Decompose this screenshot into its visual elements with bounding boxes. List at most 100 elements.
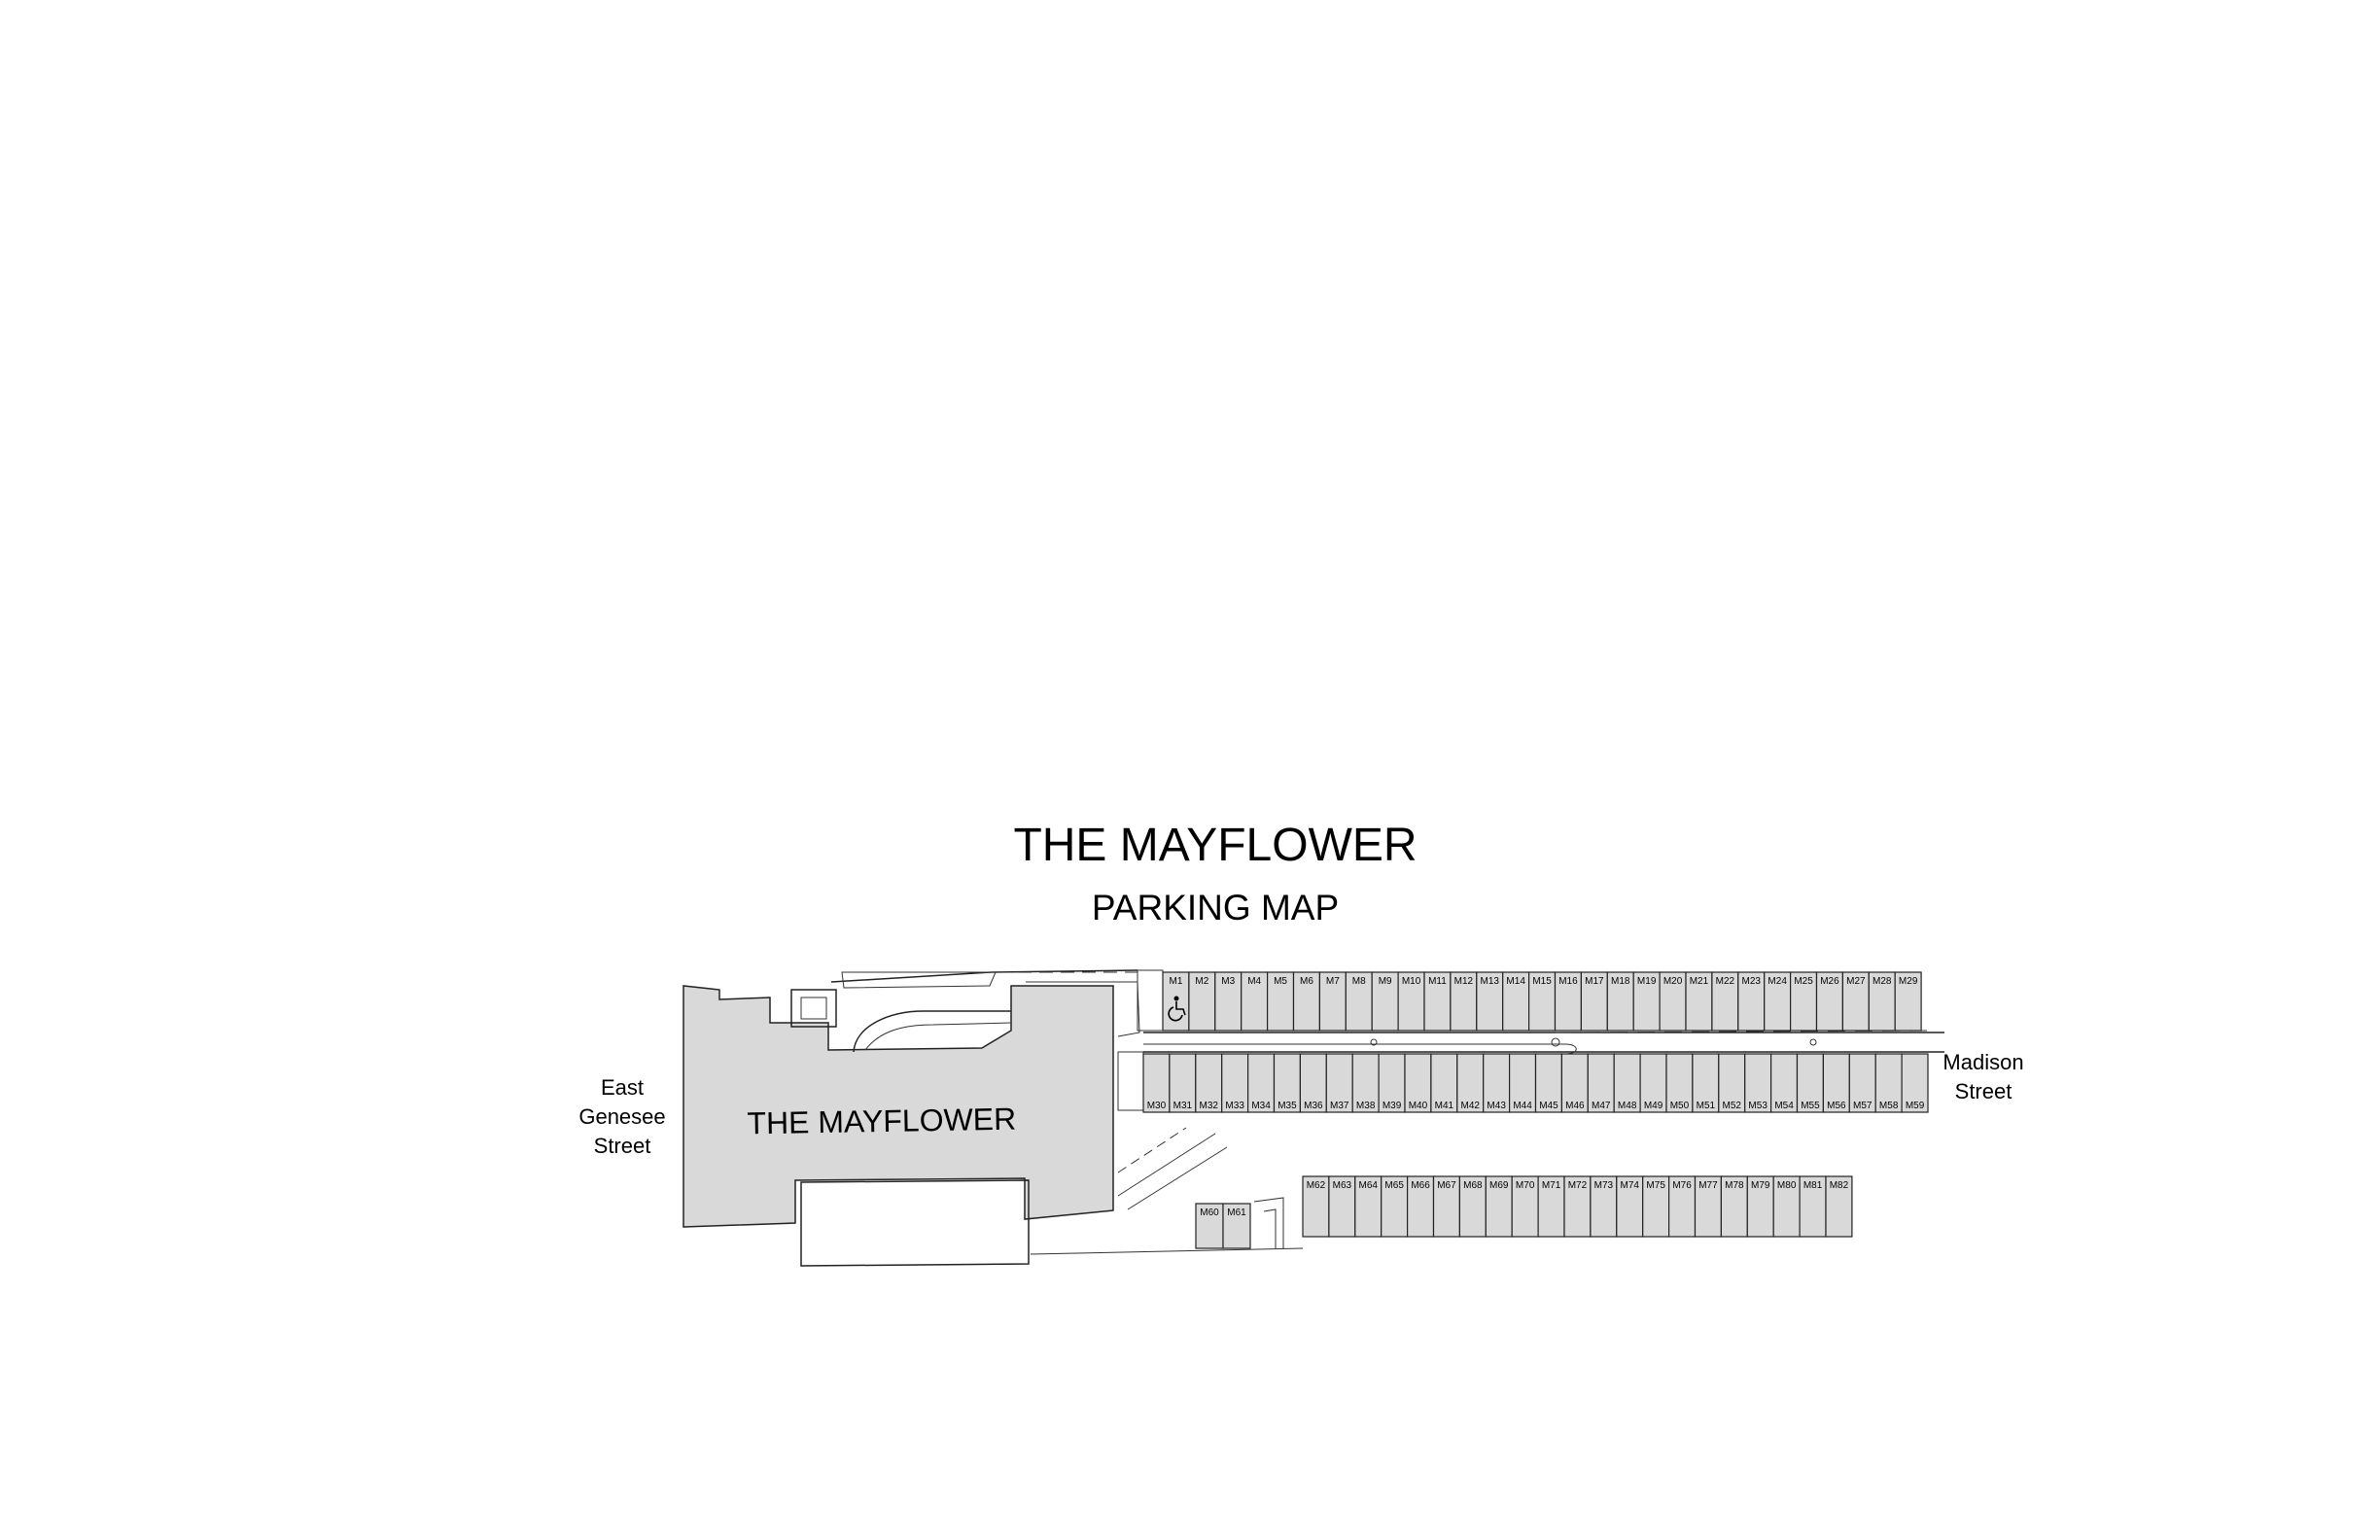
parking-stall-label: M70 bbox=[1516, 1180, 1535, 1191]
parking-stall-box bbox=[1188, 971, 1216, 1032]
parking-stall-label: M69 bbox=[1489, 1180, 1509, 1191]
parking-stall-m45: M45 bbox=[1534, 1053, 1562, 1113]
parking-stall-box bbox=[1458, 1175, 1487, 1238]
walkway bbox=[1030, 1127, 1304, 1255]
parking-stall-box bbox=[1718, 1053, 1746, 1113]
parking-stall-label: M78 bbox=[1725, 1180, 1744, 1191]
parking-stall-box bbox=[1456, 1053, 1485, 1113]
parking-stall-m48: M48 bbox=[1613, 1053, 1641, 1113]
parking-stall-m9: M9 bbox=[1371, 971, 1399, 1032]
parking-stall-m14: M14 bbox=[1502, 971, 1530, 1032]
parking-stall-box bbox=[1825, 1175, 1853, 1238]
parking-stall-m26: M26 bbox=[1815, 971, 1843, 1032]
street-label-west-2: Genesee bbox=[578, 1104, 665, 1129]
parking-stall-label: M4 bbox=[1247, 976, 1261, 987]
parking-stall-m81: M81 bbox=[1799, 1175, 1827, 1238]
parking-stall-box bbox=[1345, 971, 1373, 1032]
street-label-east-2: Street bbox=[1955, 1079, 2012, 1103]
parking-stall-m4: M4 bbox=[1241, 971, 1269, 1032]
parking-stall-m59: M59 bbox=[1901, 1053, 1929, 1113]
parking-stall-label: M54 bbox=[1774, 1101, 1794, 1111]
building-label: THE MAYFLOWER bbox=[747, 1102, 1016, 1141]
parking-stall-box bbox=[1901, 1053, 1929, 1113]
parking-stall-m28: M28 bbox=[1868, 971, 1896, 1032]
parking-stall-label: M76 bbox=[1672, 1180, 1692, 1191]
street-label-west-1: East bbox=[601, 1075, 644, 1100]
parking-stall-m13: M13 bbox=[1476, 971, 1504, 1032]
parking-stall-m38: M38 bbox=[1351, 1053, 1380, 1113]
parking-stall-label: M28 bbox=[1872, 976, 1892, 987]
parking-stall-label: M23 bbox=[1742, 976, 1762, 987]
map-title: THE MAYFLOWER bbox=[1013, 820, 1417, 871]
parking-stall-m33: M33 bbox=[1221, 1053, 1249, 1113]
parking-stall-box bbox=[1815, 971, 1843, 1032]
parking-stall-box bbox=[1789, 971, 1818, 1032]
parking-stall-m46: M46 bbox=[1560, 1053, 1589, 1113]
parking-stall-m24: M24 bbox=[1764, 971, 1792, 1032]
parking-stall-m78: M78 bbox=[1720, 1175, 1748, 1238]
parking-stall-m69: M69 bbox=[1485, 1175, 1513, 1238]
parking-stall-label: M3 bbox=[1221, 976, 1235, 987]
parking-stall-label: M60 bbox=[1200, 1208, 1219, 1218]
parking-stall-m29: M29 bbox=[1894, 971, 1922, 1032]
driving-aisle bbox=[1143, 1030, 1944, 1055]
parking-stall-m55: M55 bbox=[1796, 1053, 1824, 1113]
parking-stall-m19: M19 bbox=[1632, 971, 1661, 1032]
parking-stall-box bbox=[1432, 1175, 1460, 1238]
parking-stall-label: M55 bbox=[1801, 1101, 1820, 1111]
parking-stall-label: M53 bbox=[1748, 1101, 1768, 1111]
parking-stall-box bbox=[1397, 971, 1425, 1032]
parking-stall-label: M11 bbox=[1428, 976, 1447, 987]
parking-stall-m79: M79 bbox=[1746, 1175, 1774, 1238]
parking-stall-box bbox=[1450, 971, 1478, 1032]
parking-stall-label: M51 bbox=[1697, 1101, 1716, 1111]
parking-stall-label: M7 bbox=[1326, 976, 1340, 987]
parking-stall-label: M47 bbox=[1592, 1101, 1611, 1111]
street-label-east-1: Madison bbox=[1942, 1050, 2023, 1074]
parking-stall-m18: M18 bbox=[1606, 971, 1634, 1032]
parking-stall-box bbox=[1692, 1053, 1720, 1113]
parking-stall-label: M15 bbox=[1532, 976, 1552, 987]
parking-stall-label: M36 bbox=[1304, 1101, 1323, 1111]
parking-stall-box bbox=[1894, 971, 1922, 1032]
parking-stall-box bbox=[1221, 1053, 1249, 1113]
parking-stall-box bbox=[1351, 1053, 1380, 1113]
parking-stall-box bbox=[1587, 1053, 1615, 1113]
parking-stall-label: M49 bbox=[1644, 1101, 1663, 1111]
parking-stall-label: M58 bbox=[1879, 1101, 1899, 1111]
map-subtitle: PARKING MAP bbox=[1092, 888, 1339, 928]
hatched-island-mid bbox=[1117, 1051, 1144, 1111]
parking-stall-label: M6 bbox=[1300, 976, 1313, 987]
parking-stall-label: M74 bbox=[1621, 1180, 1640, 1191]
parking-stall-box bbox=[1195, 1203, 1224, 1249]
accessible-parking-icon bbox=[1168, 996, 1186, 1022]
entrance-drive bbox=[830, 969, 1140, 1053]
parking-stall-label: M34 bbox=[1251, 1101, 1271, 1111]
parking-stall-box bbox=[1799, 1175, 1827, 1238]
parking-stall-m54: M54 bbox=[1769, 1053, 1799, 1113]
parking-stall-label: M9 bbox=[1379, 976, 1392, 987]
parking-stall-box bbox=[1874, 1053, 1903, 1113]
parking-stall-m41: M41 bbox=[1430, 1053, 1458, 1113]
parking-stall-box bbox=[1667, 1175, 1697, 1238]
parking-stall-label: M29 bbox=[1899, 976, 1918, 987]
parking-stall-label: M10 bbox=[1402, 976, 1421, 987]
parking-stall-box bbox=[1273, 1053, 1301, 1113]
parking-stall-label: M18 bbox=[1611, 976, 1630, 987]
parking-stall-box bbox=[1381, 1175, 1409, 1238]
parking-stall-label: M68 bbox=[1463, 1180, 1483, 1191]
parking-stall-label: M32 bbox=[1200, 1101, 1219, 1111]
parking-stall-label: M75 bbox=[1646, 1180, 1665, 1191]
parking-stall-label: M65 bbox=[1384, 1180, 1404, 1191]
parking-stall-m68: M68 bbox=[1458, 1175, 1487, 1238]
parking-stall-m16: M16 bbox=[1554, 971, 1582, 1032]
parking-stall-label: M24 bbox=[1768, 976, 1787, 987]
parking-stall-m40: M40 bbox=[1404, 1053, 1432, 1113]
parking-stall-m36: M36 bbox=[1299, 1053, 1327, 1113]
parking-stall-box bbox=[1371, 971, 1399, 1032]
parking-stall-m5: M5 bbox=[1266, 971, 1295, 1032]
parking-stall-m10: M10 bbox=[1397, 971, 1425, 1032]
